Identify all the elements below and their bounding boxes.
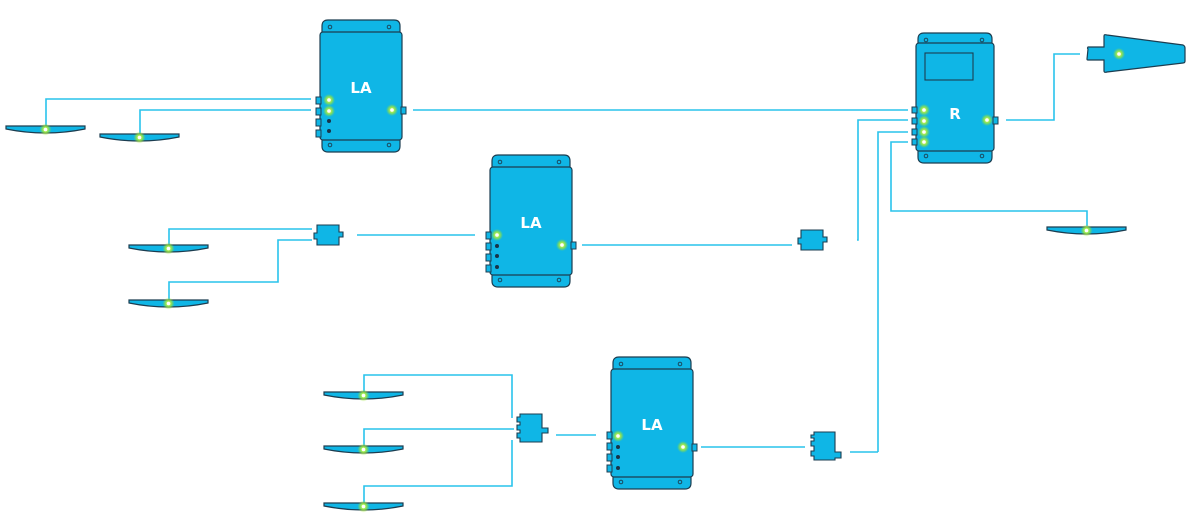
wire-splitter4-r bbox=[877, 131, 908, 452]
panel-antenna[interactable] bbox=[323, 443, 404, 456]
led-output bbox=[981, 114, 993, 126]
wire-r-ant8 bbox=[890, 141, 1088, 226]
led-active bbox=[918, 104, 930, 116]
device-label: R bbox=[949, 105, 961, 123]
wire-ant1-la1 bbox=[45, 98, 311, 127]
led-inactive bbox=[495, 244, 499, 248]
led-output bbox=[677, 441, 689, 453]
wire-ant3-splitter1 bbox=[168, 228, 312, 245]
led-active bbox=[918, 115, 930, 127]
device-label: LA bbox=[520, 214, 542, 232]
panel-antennas bbox=[5, 123, 1127, 513]
led-inactive bbox=[327, 119, 331, 123]
wire-ant2-la1 bbox=[139, 109, 311, 135]
panel-antenna[interactable] bbox=[99, 131, 180, 144]
wire-r-horn bbox=[1006, 53, 1080, 121]
led-active bbox=[918, 136, 930, 148]
wire-ant4-splitter1 bbox=[168, 239, 312, 300]
splitter-3[interactable] bbox=[516, 413, 549, 443]
led-inactive bbox=[616, 445, 620, 449]
wire-ant7-splitter3 bbox=[363, 440, 513, 503]
splitter-2[interactable] bbox=[797, 229, 828, 251]
led-inactive bbox=[616, 455, 620, 459]
panel-antenna[interactable] bbox=[5, 123, 86, 136]
directional-antenna[interactable] bbox=[1086, 34, 1186, 73]
wire-ant6-splitter3 bbox=[363, 428, 514, 446]
wire-ant5-splitter3 bbox=[363, 374, 513, 418]
led-output bbox=[386, 104, 398, 116]
device-la-2[interactable]: LA bbox=[485, 154, 577, 288]
led-output bbox=[556, 239, 568, 251]
splitter-4[interactable] bbox=[810, 431, 842, 461]
device-la-1[interactable]: LA bbox=[315, 19, 407, 153]
led-inactive bbox=[327, 129, 331, 133]
panel-antenna[interactable] bbox=[128, 297, 209, 310]
panel-antenna[interactable] bbox=[1046, 224, 1127, 237]
led-inactive bbox=[616, 466, 620, 470]
wire-splitter2-r bbox=[857, 119, 908, 241]
device-label: LA bbox=[350, 79, 372, 97]
led-active bbox=[918, 126, 930, 138]
wires bbox=[45, 53, 1088, 503]
splitter-1[interactable] bbox=[313, 224, 344, 246]
led-active bbox=[612, 430, 624, 442]
led-inactive bbox=[495, 265, 499, 269]
led-active bbox=[1113, 48, 1125, 60]
panel-antenna[interactable] bbox=[323, 500, 404, 513]
device-la-3[interactable]: LA bbox=[606, 356, 698, 490]
led-active bbox=[323, 105, 335, 117]
led-active bbox=[491, 229, 503, 241]
led-active bbox=[323, 94, 335, 106]
panel-antenna[interactable] bbox=[323, 389, 404, 402]
device-receiver[interactable]: R bbox=[911, 32, 999, 164]
device-label: LA bbox=[641, 416, 663, 434]
led-inactive bbox=[495, 254, 499, 258]
receiver-screen bbox=[924, 52, 974, 81]
panel-antenna[interactable] bbox=[128, 242, 209, 255]
